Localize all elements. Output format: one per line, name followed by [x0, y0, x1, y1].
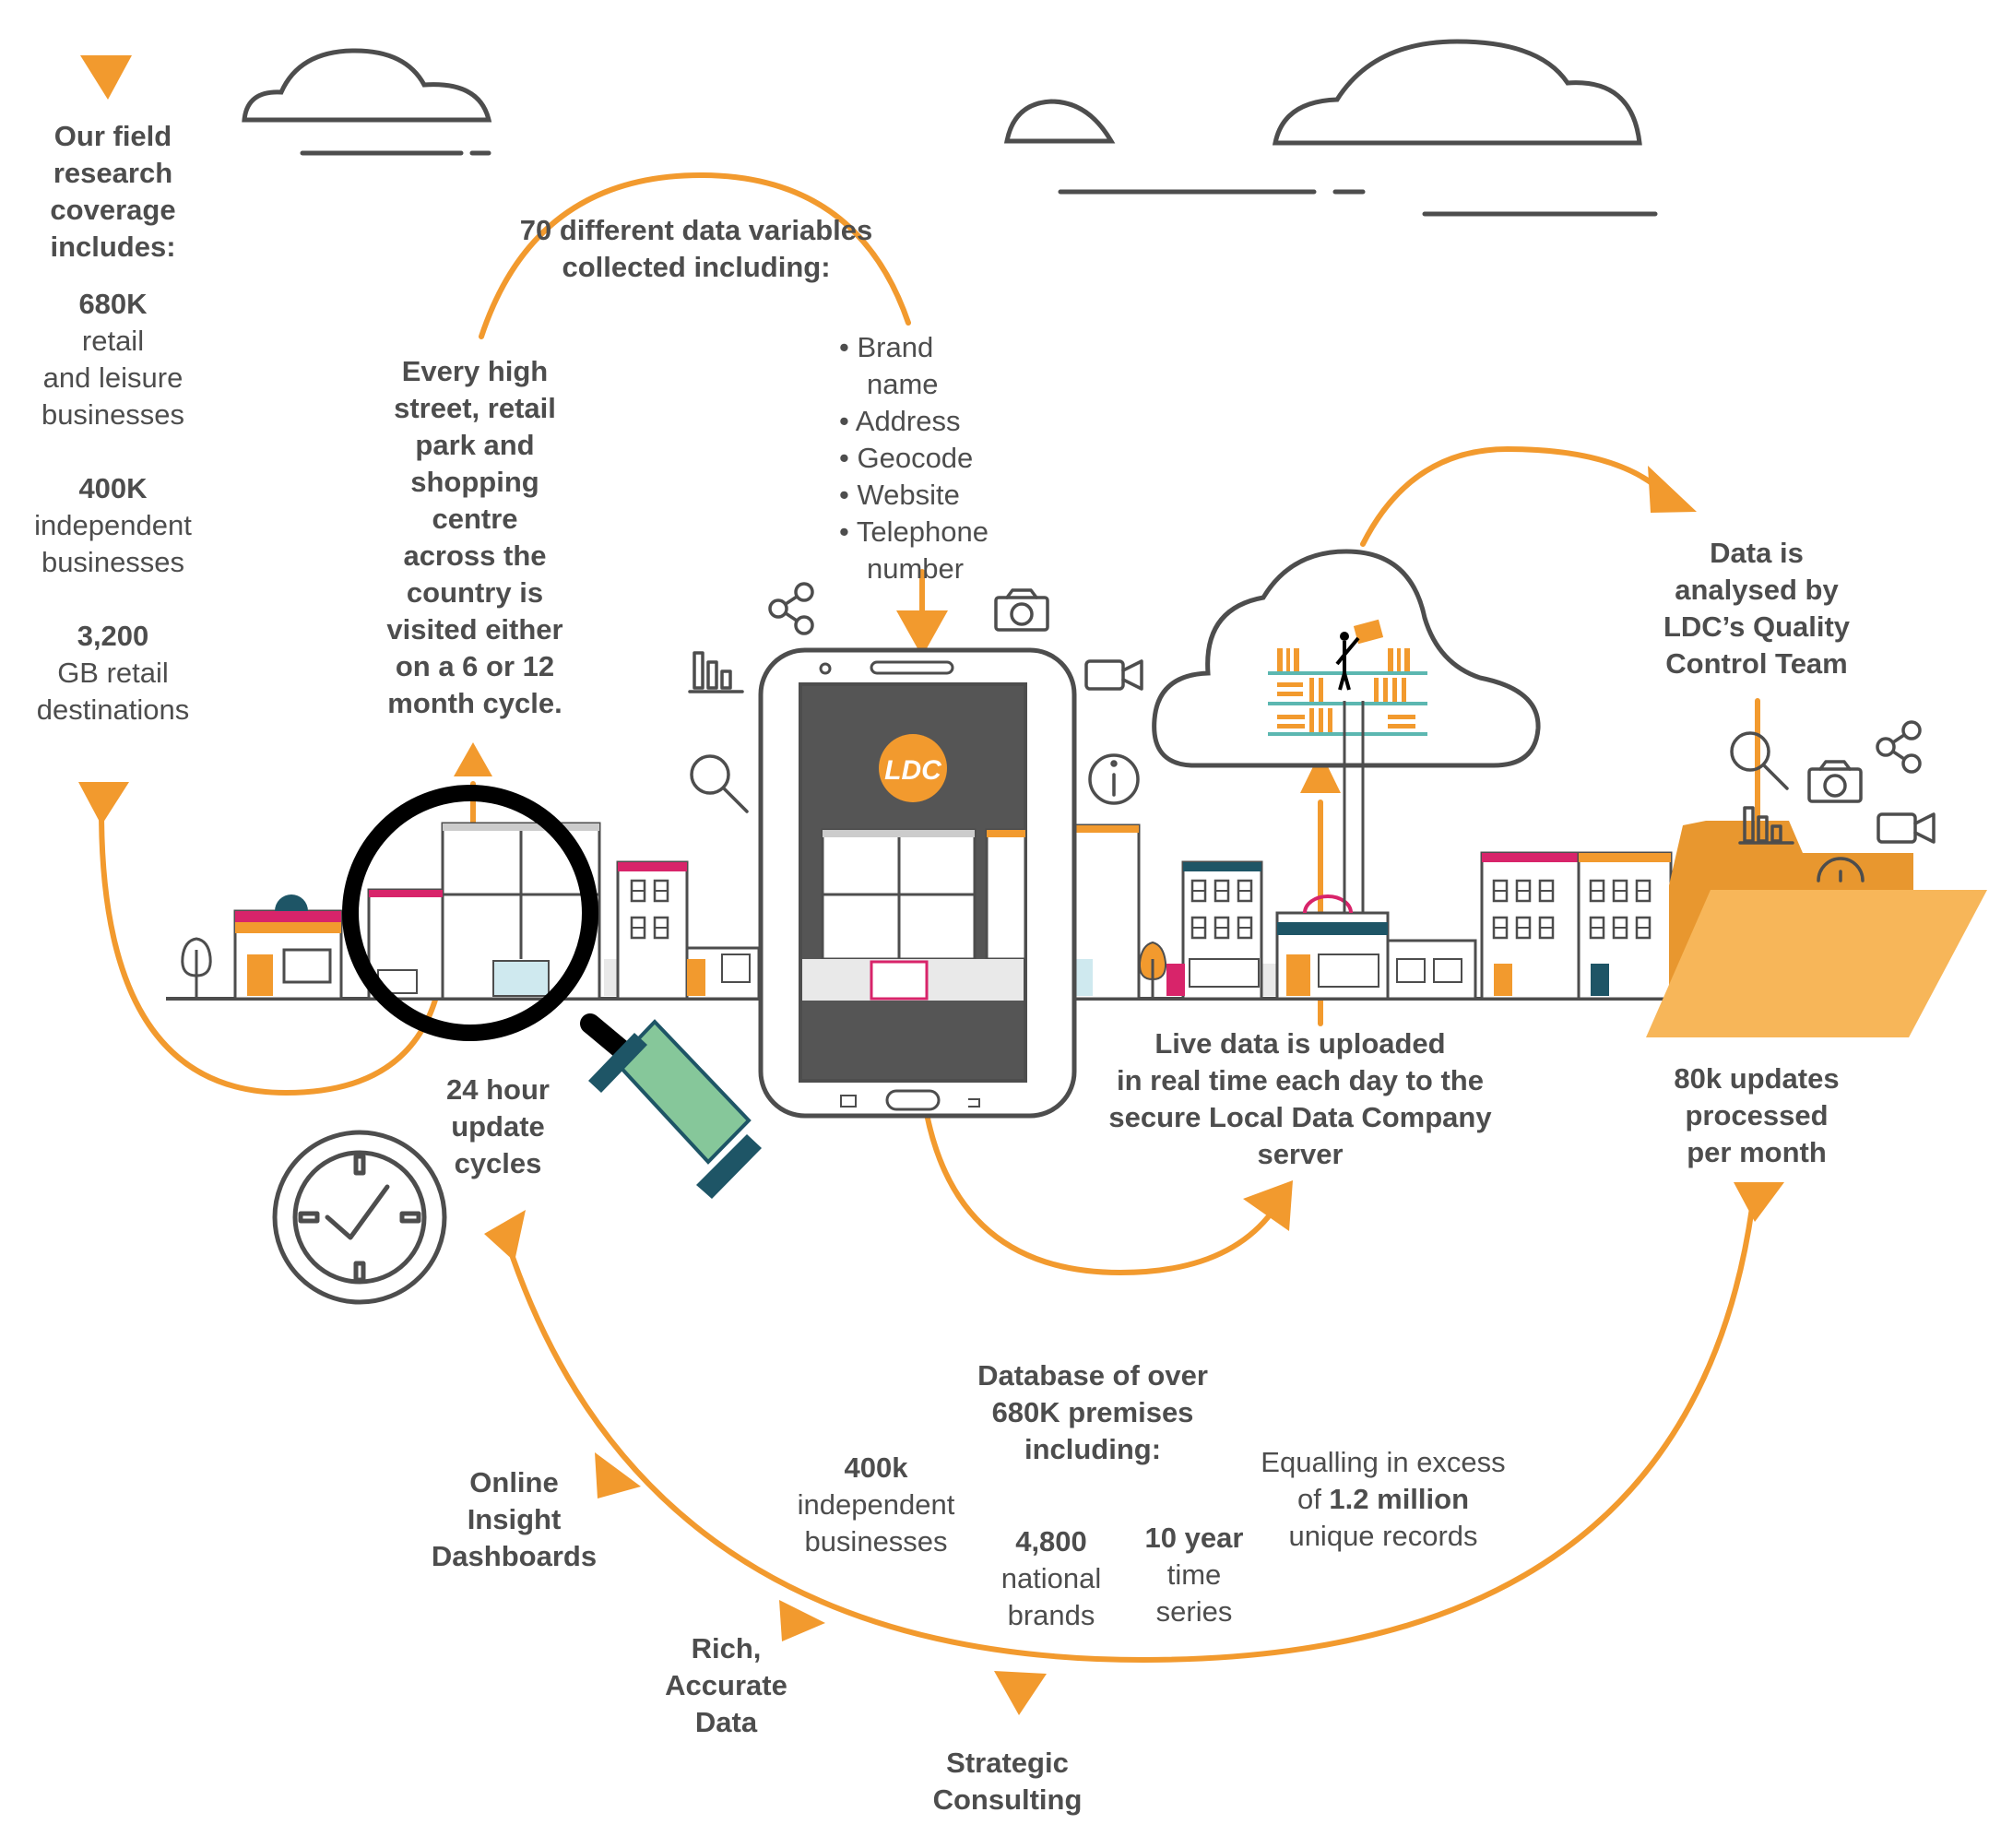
arrowhead-cloud-up: [1300, 752, 1341, 793]
share-icon: [768, 582, 814, 635]
arrowhead-to-team: [1648, 466, 1697, 513]
database-records: Equalling in excess of 1.2 million uniqu…: [1261, 1446, 1506, 1552]
tree-icon: [181, 937, 212, 999]
list-item-continued: number: [867, 552, 965, 585]
list-item: • Telephone: [839, 515, 989, 548]
flow-arc-big-return: [500, 1205, 1755, 1664]
list-item: • Address: [839, 405, 961, 437]
video-icon-right: [1877, 812, 1936, 844]
flow-arc-left: [99, 809, 444, 1096]
clock-icon: [272, 1130, 447, 1305]
flow-arc-cloud-team: [1360, 445, 1672, 547]
list-item: • Brand: [839, 331, 934, 363]
info-icon: [1088, 753, 1140, 805]
folder-icon: [1646, 821, 1987, 1037]
list-item: • Website: [839, 479, 960, 511]
shop-center: [1275, 894, 1477, 1001]
camera-icon-right: [1807, 760, 1863, 803]
arrowhead-rich-data: [779, 1600, 825, 1641]
magnifying-glass-icon: [342, 785, 762, 1199]
building-center-right: [1072, 823, 1263, 1001]
video-icon: [1084, 659, 1143, 691]
flow-arc-top: [479, 172, 911, 339]
search-icon-right: [1730, 731, 1789, 790]
arrowhead-magnifier-up: [454, 742, 492, 776]
list-item: • Geocode: [839, 442, 974, 474]
shop-left: [233, 894, 343, 1001]
cloud-decoration-right: [1003, 39, 1658, 217]
variables-list: • Brand name • Address • Geocode • Websi…: [839, 329, 1051, 587]
cloud-icon: [1152, 549, 1541, 913]
cloud-decoration-left: [242, 48, 492, 156]
arrowhead-to-cycles: [484, 1210, 526, 1262]
phone-icon: LDC: [758, 647, 1077, 1119]
arrowhead-to-updates: [1734, 1182, 1784, 1222]
arrowhead-top-left: [80, 55, 132, 100]
arrowhead-to-cloud: [1243, 1180, 1293, 1231]
building-right: [1480, 851, 1673, 1001]
arrowhead-phone-down: [896, 610, 948, 657]
bookshelf: [1268, 619, 1427, 913]
ldc-logo: LDC: [884, 755, 942, 786]
camera-icon: [994, 588, 1049, 632]
bar-chart-icon-right: [1738, 806, 1794, 845]
building-mid-left: [616, 860, 761, 1001]
flow-arc-phone-cloud: [924, 1111, 1271, 1276]
arrowhead-left-down: [78, 782, 129, 825]
arrowhead-consulting: [994, 1671, 1047, 1715]
list-item-continued: name: [867, 368, 939, 400]
bar-chart-icon: [688, 651, 744, 693]
arrowhead-dashboards: [595, 1452, 641, 1499]
search-icon: [690, 754, 749, 813]
info-icon-right: [1817, 857, 1865, 883]
share-icon-right: [1876, 720, 1922, 774]
